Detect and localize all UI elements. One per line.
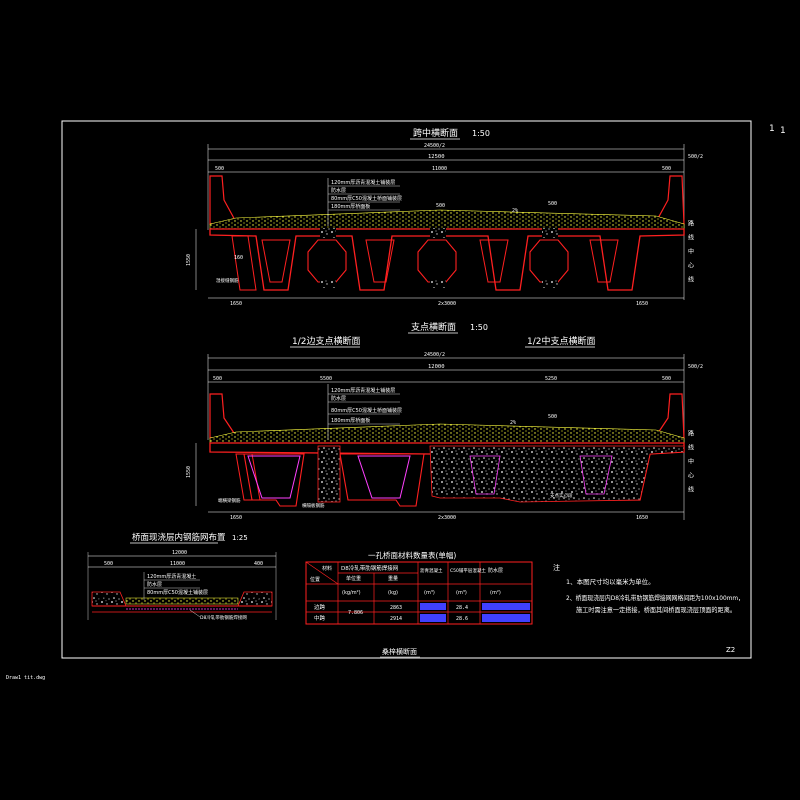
support-note-c: 支点实心段 <box>550 492 573 499</box>
table-row-2-weight: 2914 <box>390 616 402 622</box>
midspan-dim-mid: 11000 <box>432 166 447 172</box>
detail-title: 桥面现浇层内钢筋网布置 <box>132 532 226 543</box>
support-scale: 1:50 <box>470 323 488 332</box>
mesh-detail: 桥面现浇层内钢筋网布置 1:25 12000 500 11000 400 护栏 … <box>87 532 277 621</box>
midspan-left-note: 湿接缝钢筋 <box>216 277 239 284</box>
support-right-vertical: 路线中心线 <box>687 429 694 500</box>
detail-mesh-note: D8冷轧带肋钢筋焊接网 <box>200 614 247 621</box>
midspan-dim-500a: 500 <box>436 203 445 209</box>
support-dim-total: 24500/2 <box>424 352 445 358</box>
midspan-dim-left: 500 <box>215 166 224 172</box>
table-h-mesh: D8冷轧带肋钢筋焊接网 <box>341 564 399 572</box>
detail-label-left: 护栏 <box>98 596 108 603</box>
table-h-waterproof-unit: (m²) <box>490 590 501 596</box>
notes: 注 1、本图尺寸均以毫米为单位。 2、桥面现浇层内D8冷轧带肋钢筋焊接网网格间距… <box>553 563 744 614</box>
midspan-note-1: 120mm厚沥青混凝土铺装层 <box>331 179 395 186</box>
midspan-dim-bottom-left: 1650 <box>230 301 242 307</box>
support-half-right: 1/2中支点横断面 <box>527 335 596 347</box>
table-row-1-c50: 28.4 <box>456 605 468 611</box>
table-h-c50-unit: (m³) <box>456 590 467 596</box>
midspan-height: 1550 <box>186 254 192 266</box>
midspan-note-3: 80mm厚C50混凝土桥面铺装层 <box>331 195 402 202</box>
table-h-unit-weight: 单位重 <box>346 575 361 582</box>
sheet-number-inner: 1 <box>780 126 786 136</box>
table-row-1-unit-weight: 7.806 <box>348 610 363 616</box>
detail-note-3: 80mm厚C50混凝土铺装层 <box>147 589 208 596</box>
table-h-position: 位置 <box>310 576 320 583</box>
file-label: Draw1 tit.dwg <box>6 675 45 681</box>
support-dim-bottom-right: 1650 <box>636 515 648 521</box>
midspan-dim-bottom-right: 1650 <box>636 301 648 307</box>
detail-dim-mid: 11000 <box>170 561 185 567</box>
support-dim-500: 500 <box>548 414 557 420</box>
detail-note-1: 120mm厚沥青混凝土 <box>147 573 196 580</box>
notes-item-1: 1、本图尺寸均以毫米为单位。 <box>566 577 655 586</box>
midspan-slope: 2% <box>512 208 518 214</box>
table-h-asphalt-unit: (m³) <box>424 590 435 596</box>
midspan-dim-bottom-mid: 2x3000 <box>438 301 456 307</box>
support-title: 支点横断面 <box>411 321 456 333</box>
sheet-number-top: 1 <box>769 124 775 134</box>
support-dim-right: 500 <box>662 376 671 382</box>
support-dim-mid-right: 5250 <box>545 376 557 382</box>
midspan-note-4: 180mm厚桥面板 <box>331 203 370 210</box>
support-dim-bottom-mid: 2x3000 <box>438 515 456 521</box>
support-note-b: 横隔板钢筋 <box>302 502 325 509</box>
table-row-2-pos: 中跨 <box>314 614 326 622</box>
support-note-2: 防水层 <box>331 395 346 402</box>
midspan-note-2: 防水层 <box>331 187 346 194</box>
support-dim-bottom-left: 1650 <box>230 515 242 521</box>
support-note-4: 180mm厚桥面板 <box>331 417 370 424</box>
notes-heading: 注 <box>553 563 560 572</box>
support-dim-left: 500 <box>213 376 222 382</box>
table-h-weight: 重量 <box>388 575 398 582</box>
table-h-material: 材料 <box>322 565 332 572</box>
midspan-right-vertical: 路线中心线 <box>687 219 694 290</box>
support-height: 1550 <box>186 466 192 478</box>
table-title: 一孔桥面材料数量表(单幅) <box>368 550 456 560</box>
support-note-3: 80mm厚C50混凝土桥面铺装层 <box>331 407 402 414</box>
support-dim-overall: 12000 <box>428 364 445 370</box>
table-row-1-weight: 2863 <box>390 605 402 611</box>
detail-dim-total: 12000 <box>172 550 187 556</box>
table-h-unit-weight-unit: (kg/m²) <box>342 590 361 596</box>
midspan-title: 跨中横断面 <box>413 127 458 139</box>
midspan-dim-500b: 500 <box>548 201 557 207</box>
support-dim-mid-left: 5500 <box>320 376 332 382</box>
midspan-dim-overall: 12500 <box>428 154 445 160</box>
midspan-scale: 1:50 <box>472 129 490 138</box>
table-row-1-pos: 边跨 <box>314 603 326 611</box>
support-note-1: 120mm厚沥青混凝土铺装层 <box>331 387 395 394</box>
material-table: 一孔桥面材料数量表(单幅) 材料 位置 D8冷轧带肋钢筋焊接网 单位重 (kg/… <box>305 550 533 625</box>
support-dim-top-right: 500/2 <box>688 364 703 370</box>
table-h-weight-unit: (kg) <box>388 590 398 596</box>
detail-dim-right: 400 <box>254 561 263 567</box>
notes-item-3: 施工时需注意一定搭接，桥面其间桥面现浇层顶面的距离。 <box>576 605 736 614</box>
detail-scale: 1:25 <box>232 534 248 542</box>
detail-note-2: 防水层 <box>147 581 162 588</box>
midspan-section: 跨中横断面 1:50 24500/2 12500 500 11000 500 5… <box>186 127 703 307</box>
table-h-waterproof: 防水层 <box>488 567 503 574</box>
table-h-asphalt: 沥青混凝土 <box>420 567 443 574</box>
table-row-2-c50: 28.6 <box>456 616 468 622</box>
detail-dim-left: 500 <box>104 561 113 567</box>
support-slope: 2% <box>510 420 516 426</box>
midspan-dim-top-right: 500/2 <box>688 154 703 160</box>
drawing-frame <box>61 120 752 659</box>
midspan-dim-right: 500 <box>662 166 671 172</box>
support-half-left: 1/2边支点横断面 <box>292 335 361 347</box>
support-note-a: 端横梁钢筋 <box>218 497 241 504</box>
support-section: 支点横断面 1:50 1/2边支点横断面 1/2中支点横断面 24500/2 1… <box>186 321 703 521</box>
notes-item-2: 2、桥面现浇层内D8冷轧带肋钢筋焊接网网格间距为100x100mm， <box>566 593 744 602</box>
bottom-title: 桑梓横断面 <box>382 647 417 656</box>
bottom-code: Z2 <box>726 646 735 654</box>
table-h-c50: C50铺平层混凝土 <box>450 567 486 574</box>
detail-label-right: 护栏 <box>252 596 262 603</box>
midspan-dim-total: 24500/2 <box>424 143 445 149</box>
midspan-dim-160: 160 <box>234 255 243 261</box>
